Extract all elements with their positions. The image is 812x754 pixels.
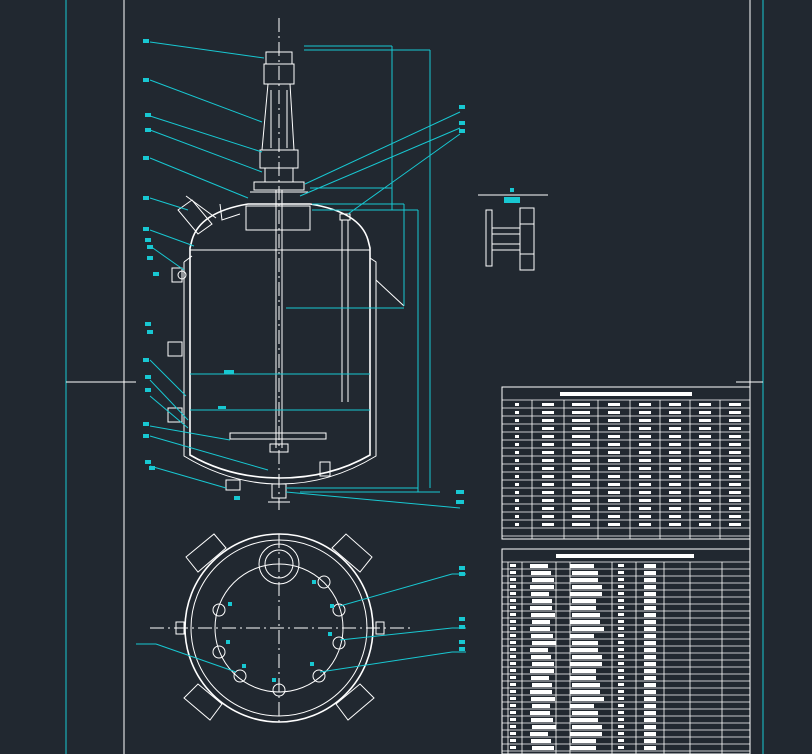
stirrer-blade (229, 432, 327, 440)
reactor-plan-view (136, 533, 466, 724)
feed-nozzle (177, 199, 213, 235)
nozzle-schedule-table (501, 548, 751, 754)
reducer-housing (261, 83, 295, 151)
nozzle-detail-view (478, 188, 548, 271)
leader-tags (143, 39, 465, 504)
vessel-shell (189, 203, 371, 479)
drawing-frame (65, 0, 764, 754)
elevation-leaders (149, 41, 461, 509)
technical-characteristics-table (501, 386, 751, 540)
reactor-vessel-elevation (167, 18, 405, 510)
jacket (183, 257, 377, 485)
manhole (245, 205, 311, 231)
